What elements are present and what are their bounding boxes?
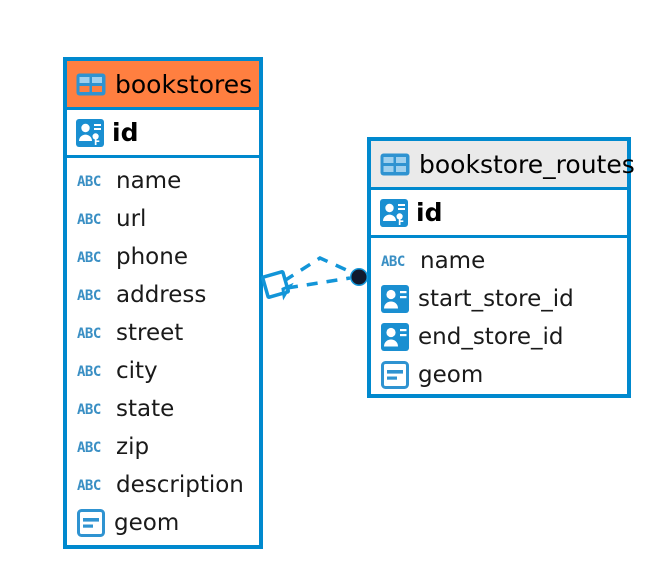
relationship-line-lower: [286, 276, 351, 290]
field-row[interactable]: ABC street: [67, 314, 259, 352]
field-row[interactable]: ABC state: [67, 390, 259, 428]
foreign-key-icon: [381, 323, 409, 351]
field-row[interactable]: ABC description: [67, 466, 259, 504]
primary-key-label: id: [112, 118, 139, 147]
field-label: name: [116, 167, 182, 194]
primary-key-row[interactable]: id: [67, 110, 259, 158]
field-label: zip: [116, 433, 150, 460]
field-label: name: [420, 247, 486, 274]
field-row[interactable]: start_store_id: [371, 280, 627, 318]
entity-header-bookstore-routes[interactable]: bookstore_routes: [371, 141, 635, 190]
field-label: state: [116, 395, 175, 422]
field-list: ABC name ABC url ABC phone ABC: [67, 158, 259, 542]
field-label: address: [116, 281, 207, 308]
field-row[interactable]: end_store_id: [371, 318, 627, 356]
svg-text:ABC: ABC: [77, 174, 101, 189]
abc-text-icon: ABC: [77, 326, 101, 341]
field-row[interactable]: ABC phone: [67, 238, 259, 276]
field-label: street: [116, 319, 184, 346]
abc-text-icon: ABC: [77, 174, 101, 189]
field-row[interactable]: ABC name: [67, 162, 259, 200]
geometry-icon: [381, 361, 409, 389]
field-row[interactable]: ABC address: [67, 276, 259, 314]
svg-text:ABC: ABC: [77, 212, 101, 227]
primary-key-row[interactable]: id: [371, 190, 627, 238]
field-label: city: [116, 357, 158, 384]
svg-text:ABC: ABC: [77, 478, 101, 493]
abc-text-icon: ABC: [77, 402, 101, 417]
entity-header-bookstores[interactable]: bookstores: [67, 61, 259, 110]
geometry-icon: [77, 509, 105, 537]
field-list: ABC name start_store_id: [371, 238, 627, 394]
table-icon: [380, 153, 410, 175]
svg-text:ABC: ABC: [77, 440, 101, 455]
diamond-marker: [260, 269, 294, 301]
svg-text:ABC: ABC: [77, 364, 101, 379]
svg-text:ABC: ABC: [77, 288, 101, 303]
abc-text-icon: ABC: [77, 250, 101, 265]
field-row[interactable]: ABC city: [67, 352, 259, 390]
abc-text-icon: ABC: [77, 478, 101, 493]
field-label: description: [116, 471, 244, 498]
field-row[interactable]: geom: [67, 504, 259, 542]
field-row[interactable]: ABC name: [371, 242, 627, 280]
field-label: geom: [114, 509, 180, 536]
foreign-key-icon: [381, 285, 409, 313]
abc-text-icon: ABC: [77, 364, 101, 379]
field-label: geom: [418, 361, 484, 388]
field-label: end_store_id: [418, 323, 564, 350]
primary-key-label: id: [416, 198, 443, 227]
entity-title: bookstore_routes: [419, 149, 635, 179]
abc-text-icon: ABC: [77, 440, 101, 455]
entity-title: bookstores: [115, 69, 253, 99]
field-row[interactable]: ABC zip: [67, 428, 259, 466]
field-row[interactable]: geom: [371, 356, 627, 394]
svg-text:ABC: ABC: [77, 402, 101, 417]
abc-text-icon: ABC: [381, 254, 405, 269]
field-label: url: [116, 205, 147, 232]
field-label: phone: [116, 243, 188, 270]
field-row[interactable]: ABC url: [67, 200, 259, 238]
abc-text-icon: ABC: [77, 212, 101, 227]
svg-text:ABC: ABC: [77, 326, 101, 341]
table-icon: [76, 73, 106, 95]
primary-key-icon: [76, 118, 104, 147]
entity-table-bookstore-routes[interactable]: bookstore_routes id ABC name: [367, 137, 635, 398]
filled-circle-marker: [350, 268, 368, 286]
primary-key-icon: [380, 198, 408, 227]
abc-text-icon: ABC: [77, 288, 101, 303]
svg-text:ABC: ABC: [381, 254, 405, 269]
svg-text:ABC: ABC: [77, 250, 101, 265]
entity-table-bookstores[interactable]: bookstores id ABC name: [63, 57, 263, 549]
relationship-line-upper: [283, 256, 354, 283]
field-label: start_store_id: [418, 285, 574, 312]
